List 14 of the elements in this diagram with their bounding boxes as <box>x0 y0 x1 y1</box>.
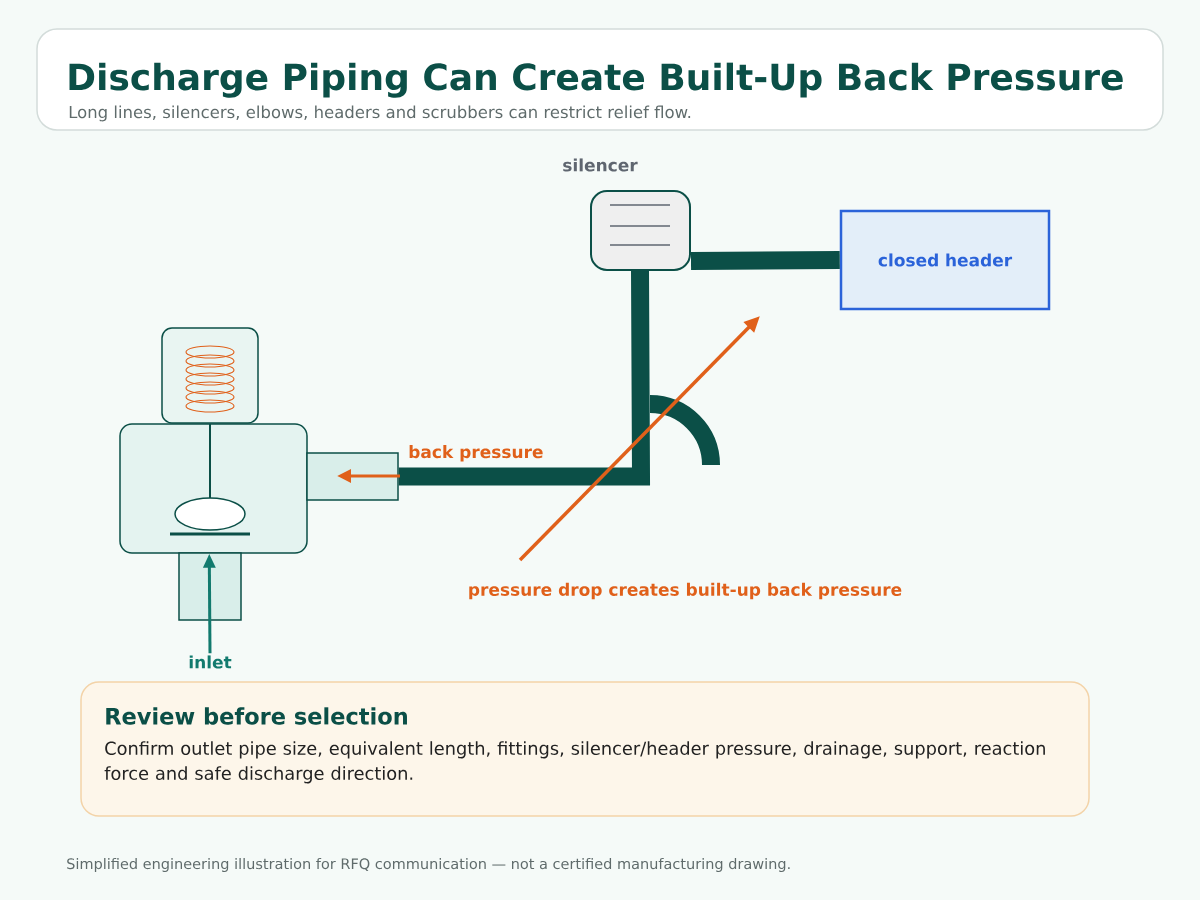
arrow-label: pressure drop creates built-up back pressure <box>469 582 902 600</box>
pipe-stub <box>306 452 399 501</box>
pipe <box>398 270 651 486</box>
arrow-label: back pressure <box>409 445 543 462</box>
header-box: closed header <box>839 209 1051 311</box>
valve-picture <box>119 327 308 554</box>
arrow-label: inlet <box>189 655 232 669</box>
footnote: Simplified engineering illustration for RFQ communication — not a certified manufacturing drawing. <box>67 858 790 872</box>
component-label: silencer <box>563 158 638 172</box>
subtitle: Long lines, silencers, elbows, headers and scrubbers can restrict relief flow. <box>69 105 691 122</box>
note-heading: Review before selection <box>106 707 407 725</box>
pipe <box>690 251 840 270</box>
title: Discharge Piping Can Create Built-Up Back Pressure <box>69 62 1123 98</box>
note-text: Confirm outlet pipe size, equivalent length, fittings, silencer/header pressure, drainage, support, reaction force and safe discharge direction. <box>104 741 1045 784</box>
